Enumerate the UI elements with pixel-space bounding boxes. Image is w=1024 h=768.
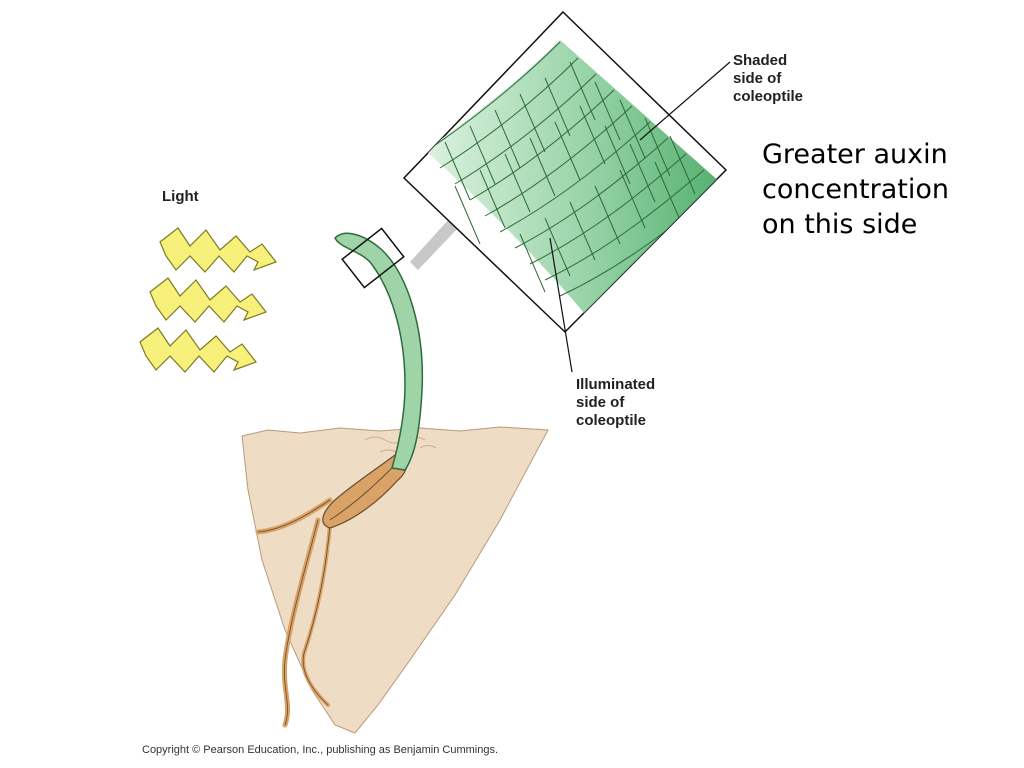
light-rays: [139, 227, 277, 373]
magnified-cell-view: [402, 10, 728, 334]
auxin-note-line-1: Greater auxin: [762, 139, 948, 170]
coleoptile: [334, 232, 424, 471]
shaded-label-line-1: Shaded: [733, 52, 788, 69]
light-ray-3: [139, 327, 257, 373]
illuminated-callout-line: [549, 237, 573, 373]
auxin-note-line-3: on this side: [762, 209, 918, 240]
shaded-callout-line: [639, 61, 731, 141]
shaded-label-line-2: side of: [733, 70, 782, 87]
light-ray-2: [149, 277, 267, 323]
illuminated-label-line-1: Illuminated: [576, 376, 656, 393]
auxin-note-line-2: concentration: [762, 174, 949, 205]
light-label: Light: [162, 188, 199, 205]
copyright-notice: Copyright © Pearson Education, Inc., pub…: [142, 744, 499, 756]
magnify-source-box: [341, 227, 405, 289]
shaded-side-label: Shaded side of coleoptile: [733, 52, 803, 106]
illuminated-side-label: Illuminated side of coleoptile: [576, 376, 655, 430]
light-ray-1: [159, 227, 277, 273]
illuminated-label-line-2: side of: [576, 394, 625, 411]
auxin-annotation: Greater auxin concentration on this side: [762, 137, 1012, 242]
illuminated-label-line-3: coleoptile: [576, 412, 647, 429]
shaded-label-line-3: coleoptile: [733, 88, 804, 105]
